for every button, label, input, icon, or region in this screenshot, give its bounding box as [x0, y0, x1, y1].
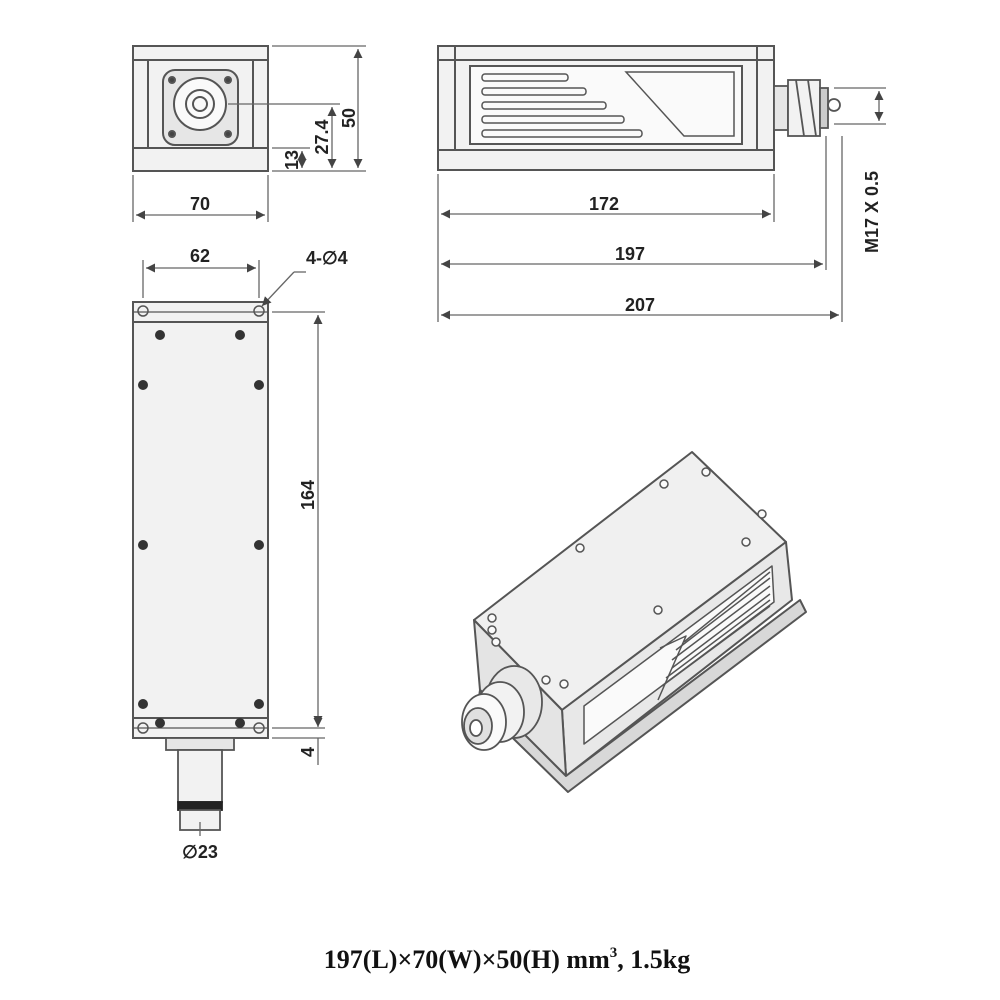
caption-weight: , 1.5kg: [617, 945, 690, 974]
top-view-outline: [132, 301, 269, 739]
iso-fiber-connector: [461, 665, 543, 751]
total-length-label: 207: [625, 295, 655, 315]
side-view-dimensions: [437, 87, 886, 322]
side-label-plate: [624, 71, 735, 137]
front-view-dimensions: [132, 45, 366, 222]
output-aperture-inner: [185, 89, 215, 119]
center-height-label: 27.4: [312, 119, 332, 154]
svg-text:197(L)×70(W)×50(H) mm3, 1.5kg: 197(L)×70(W)×50(H) mm3, 1.5kg: [324, 945, 690, 974]
caption-main: 197(L)×70(W)×50(H) mm: [324, 945, 610, 974]
flange-label: 4: [298, 747, 318, 757]
fiber-connector-top: [165, 737, 235, 831]
length-197-label: 197: [615, 244, 645, 264]
front-view-top-lip: [132, 45, 269, 61]
iso-screws: [487, 467, 767, 689]
isometric-view: [461, 451, 807, 793]
mounting-holes-label: 4-∅4: [306, 248, 348, 268]
thread-label: M17 X 0.5: [862, 171, 882, 253]
cooling-fins: [481, 73, 643, 138]
base-height-label: 13: [282, 150, 302, 170]
front-view: [132, 45, 269, 172]
connector-diameter-label: ∅23: [182, 842, 218, 862]
hole-spacing-label: 62: [190, 246, 210, 266]
body-length-label: 172: [589, 194, 619, 214]
caption: 197(L)×70(W)×50(H) mm3, 1.5kg: [324, 945, 690, 974]
mounting-holes: [137, 305, 265, 734]
output-aperture-core: [192, 96, 208, 112]
cover-screws: [138, 330, 264, 728]
iso-cooling-fins: [657, 571, 771, 701]
front-view-base: [132, 147, 269, 172]
top-view: [132, 301, 269, 831]
side-view: [437, 45, 841, 171]
top-length-label: 164: [298, 480, 318, 510]
front-width-label: 70: [190, 194, 210, 214]
fiber-connector-side: [773, 79, 841, 137]
top-view-dimensions: [142, 260, 325, 836]
caption-superscript: 3: [610, 945, 618, 961]
output-aperture-outer: [173, 77, 227, 131]
front-height-label: 50: [339, 108, 359, 128]
